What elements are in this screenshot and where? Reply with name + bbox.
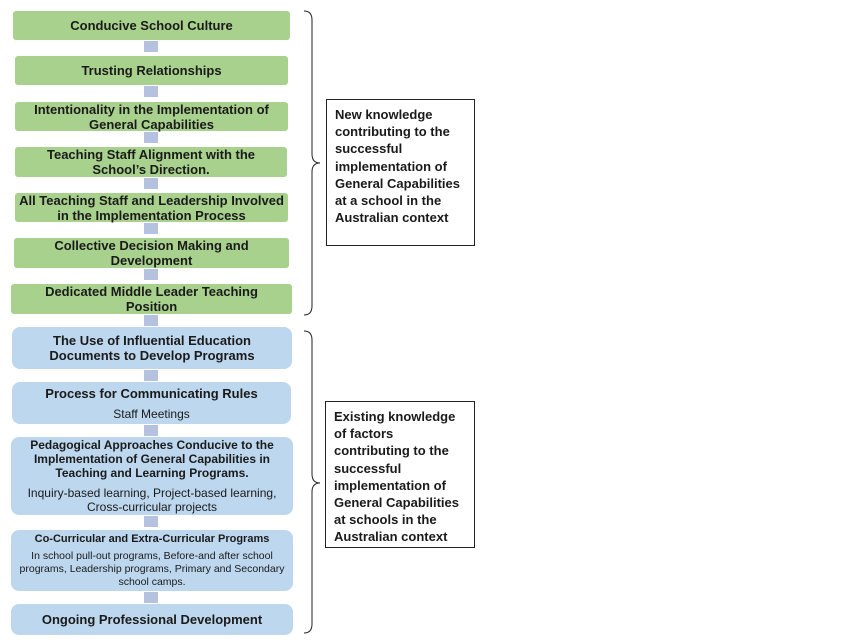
factor-all-staff-involved: All Teaching Staff and Leadership Involv… [15, 192, 288, 223]
existing-knowledge-brace [303, 330, 321, 634]
new-knowledge-brace [303, 10, 321, 316]
factor-trusting-relationships: Trusting Relationships [15, 56, 288, 85]
factor-influential-documents: The Use of Influential Education Documen… [12, 327, 292, 369]
factor-title: Teaching Staff Alignment with the School… [47, 147, 255, 177]
connector [144, 315, 158, 326]
factor-title: The Use of Influential Education Documen… [49, 333, 255, 363]
factor-title: Dedicated Middle Leader Teaching Positio… [45, 284, 258, 314]
factor-communicating-rules: Process for Communicating Rules Staff Me… [12, 382, 291, 424]
factor-teaching-staff-alignment: Teaching Staff Alignment with the School… [15, 147, 287, 177]
factor-examples: Staff Meetings [113, 406, 190, 421]
factor-co-curricular-programs: Co-Curricular and Extra-Curricular Progr… [11, 530, 293, 591]
factor-title: Co-Curricular and Extra-Curricular Progr… [34, 532, 270, 545]
factor-title: Pedagogical Approaches Conducive to the … [30, 438, 274, 480]
factor-intentionality: Intentionality in the Implementation of … [15, 101, 288, 132]
factor-title: Intentionality in the Implementation of … [34, 101, 269, 132]
connector [144, 132, 158, 143]
connector [144, 269, 158, 280]
connector [144, 178, 158, 189]
factor-examples: Inquiry-based learning, Project-based le… [27, 486, 277, 514]
existing-knowledge-note: Existing knowledge of factors contributi… [325, 401, 475, 548]
factor-ongoing-professional-development: Ongoing Professional Development [11, 604, 293, 635]
factor-title: Ongoing Professional Development [41, 612, 263, 627]
connector [144, 41, 158, 52]
factor-pedagogical-approaches: Pedagogical Approaches Conducive to the … [11, 437, 293, 515]
factor-title: Conducive School Culture [70, 18, 233, 33]
new-knowledge-note: New knowledge contributing to the succes… [326, 99, 475, 246]
connector [144, 370, 158, 381]
factor-title: Collective Decision Making and Developme… [54, 238, 249, 268]
factor-title: Trusting Relationships [81, 63, 222, 78]
factor-dedicated-middle-leader: Dedicated Middle Leader Teaching Positio… [11, 284, 292, 314]
factor-title: Process for Communicating Rules [45, 385, 258, 401]
connector [144, 223, 158, 234]
factor-collective-decision-making: Collective Decision Making and Developme… [14, 238, 289, 268]
factor-title: All Teaching Staff and Leadership Involv… [19, 192, 284, 223]
connector [144, 425, 158, 436]
connector [144, 592, 158, 603]
connector [144, 516, 158, 527]
connector [144, 86, 158, 97]
factor-conducive-school-culture: Conducive School Culture [13, 11, 290, 40]
factor-examples: In school pull-out programs, Before-and … [19, 549, 285, 588]
